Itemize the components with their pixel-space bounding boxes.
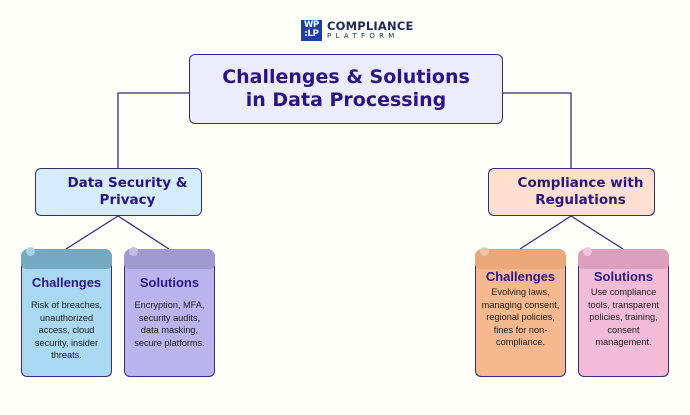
- card-tab: [124, 247, 215, 269]
- connector-compliance-to-solutions: [570, 215, 624, 250]
- main-title-box: Challenges & Solutions in Data Processin…: [189, 54, 503, 124]
- card-tab: [21, 247, 112, 269]
- card-security-challenges: Challenges Risk of breaches, unauthorize…: [21, 247, 112, 377]
- card-description: Encryption, MFA, security audits, data m…: [134, 300, 205, 348]
- card-compliance-solutions: Solutions Use compliance tools, transpar…: [578, 247, 669, 377]
- card-body: Solutions Use compliance tools, transpar…: [578, 261, 669, 377]
- main-title: Challenges & Solutions in Data Processin…: [222, 66, 470, 111]
- connector-compliance-to-challenges: [519, 215, 572, 250]
- connector-title-to-compliance: [503, 92, 572, 168]
- logo-name-line1: COMPLIANCE: [327, 18, 414, 33]
- wplp-logo-icon: WP :LP: [301, 19, 322, 41]
- card-compliance-challenges: Challenges Evolving laws, managing conse…: [475, 247, 566, 377]
- card-description: Use compliance tools, transparent polici…: [588, 287, 659, 348]
- logo-mark-top: WP: [303, 19, 319, 30]
- category-data-security-privacy: Data Security & Privacy: [35, 168, 202, 216]
- connector-security-to-solutions: [117, 215, 170, 250]
- card-heading: Challenges: [31, 275, 102, 290]
- category-label: Compliance with Regulations: [517, 175, 644, 208]
- tab-dot-icon: [26, 247, 35, 256]
- logo-name-line2: PLATFORM: [327, 31, 399, 40]
- category-label: Data Security & Privacy: [67, 175, 188, 208]
- card-tab: [475, 247, 566, 269]
- card-description: Evolving laws, managing consent, regiona…: [481, 287, 560, 348]
- logo-mark-bottom: :LP: [304, 28, 319, 39]
- category-compliance-regulations: Compliance with Regulations: [488, 168, 655, 216]
- card-security-solutions: Solutions Encryption, MFA, security audi…: [124, 247, 215, 377]
- card-heading: Solutions: [139, 275, 200, 290]
- tab-dot-icon: [129, 247, 138, 256]
- card-body: Solutions Encryption, MFA, security audi…: [124, 261, 215, 377]
- compliance-platform-logo: WP :LP COMPLIANCE PLATFORM: [301, 19, 414, 41]
- card-heading: Solutions: [593, 269, 654, 284]
- card-heading: Challenges: [485, 269, 556, 284]
- connector-title-to-security: [117, 92, 189, 168]
- tab-dot-icon: [583, 247, 592, 256]
- card-body: Challenges Risk of breaches, unauthorize…: [21, 261, 112, 377]
- connector-security-to-challenges: [65, 215, 119, 250]
- card-description: Risk of breaches, unauthorized access, c…: [31, 300, 102, 361]
- card-body: Challenges Evolving laws, managing conse…: [475, 261, 566, 377]
- tab-dot-icon: [480, 247, 489, 256]
- card-tab: [578, 247, 669, 269]
